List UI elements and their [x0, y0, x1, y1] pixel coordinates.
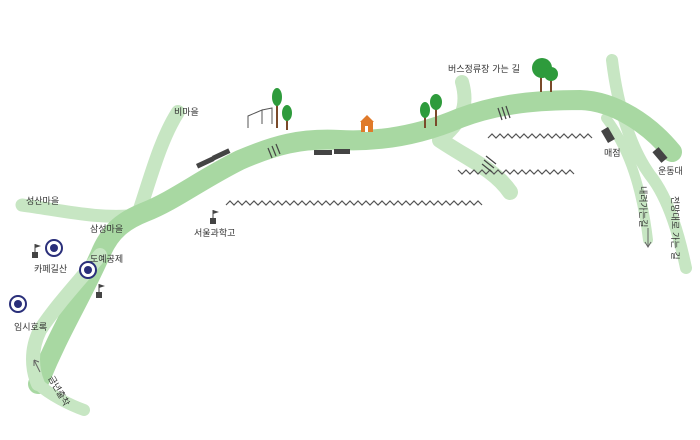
circle-marker-icon[interactable]	[45, 239, 63, 257]
label-market: 임시호록	[14, 321, 47, 333]
fence-lower-right	[457, 169, 575, 175]
flag-icon	[96, 284, 105, 298]
flag-icon	[210, 210, 219, 224]
arrow-up-icon	[33, 359, 41, 373]
label-pass: 도예공제	[90, 254, 123, 265]
house-icon	[360, 115, 374, 132]
exercise-bar-icon	[247, 107, 273, 128]
steps-icon	[497, 105, 511, 121]
label-top-left: 비마을	[174, 107, 199, 118]
circle-marker-icon[interactable]	[79, 261, 97, 279]
label-restroom: 운동대	[658, 166, 683, 177]
label-school: 서울과학고	[194, 228, 235, 239]
bench-icon	[314, 149, 350, 155]
flag-icon	[32, 244, 41, 258]
label-junction: 삼성마을	[90, 224, 123, 235]
fence-lower-left	[225, 200, 483, 206]
shop-building-icon	[601, 126, 615, 144]
steps-icon	[481, 155, 497, 173]
tree-icon	[272, 88, 292, 130]
path-lower-branch	[432, 132, 518, 200]
steps-icon	[267, 143, 281, 159]
bench-icon	[195, 148, 231, 169]
label-west-village: 성산마을	[26, 196, 59, 207]
label-down-right-1: 내려가는길	[637, 186, 648, 227]
arrow-down-icon	[644, 228, 652, 248]
restroom-building-icon	[652, 147, 668, 163]
fence-upper-right	[487, 133, 593, 139]
path-main-trail	[28, 90, 682, 394]
label-bus-stop: 버스정류장 가는 길	[448, 64, 520, 75]
label-cafe: 카페길산	[34, 264, 67, 275]
tree-icon	[532, 58, 558, 92]
circle-marker-icon[interactable]	[9, 295, 27, 313]
label-shop: 매점	[604, 147, 621, 159]
label-down-right-2: 전망대로 가는 길	[669, 196, 680, 260]
path-right-branch-2	[601, 113, 653, 245]
tree-icon	[420, 94, 442, 128]
